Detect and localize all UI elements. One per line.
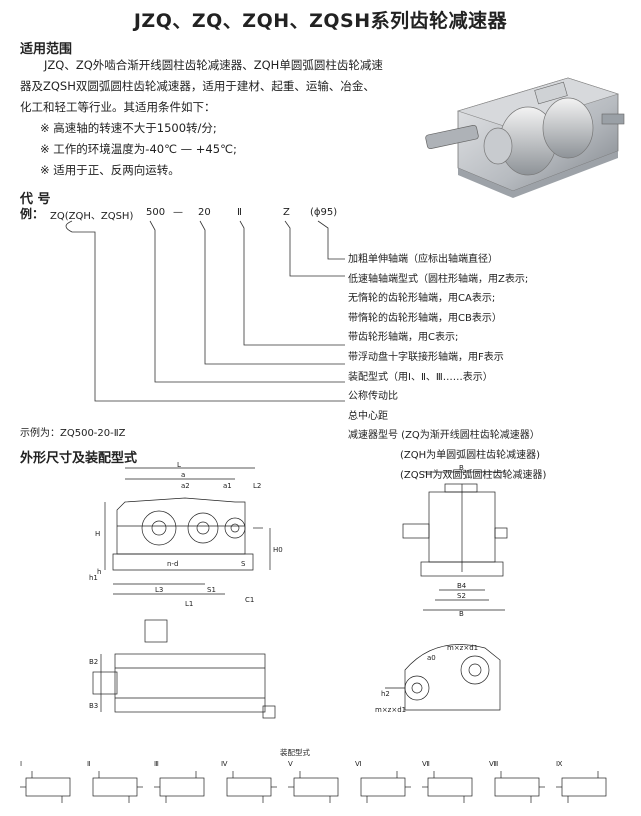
assembly-type-schematic [20,771,71,803]
detail-label: m×z×d1 [375,706,406,714]
product-photo [418,56,628,206]
side-dim-label: S2 [457,592,466,600]
dim-label: S [241,560,246,568]
assembly-type-schematic [226,771,277,803]
assembly-type-item: Ⅰ [18,760,78,808]
code-part: ZQ(ZQH、ZQSH) [50,211,134,222]
side-dim-label: B [459,464,464,472]
code-part: — [173,207,183,218]
assembly-type-label: Ⅲ [154,760,159,768]
assembly-type-schematic [360,771,411,803]
assembly-type-item: Ⅳ [219,760,279,808]
assembly-type-item: Ⅴ [286,760,346,808]
shaft-detail-drawing: m×z×d1 a0 h2 m×z×d1 [375,644,501,714]
assembly-types-row: Ⅰ Ⅱ Ⅲ Ⅳ Ⅴ Ⅵ Ⅶ Ⅷ Ⅸ [18,760,628,810]
assembly-type-schematic [422,771,473,803]
explanation-item: 公称传动比 [348,391,398,403]
code-leader-lines [65,220,345,402]
assembly-type-label: Ⅱ [87,760,91,768]
assembly-type-label: Ⅶ [422,760,430,768]
dim-label: a2 [181,482,190,490]
explanation-item: 加粗单伸轴端（应标出轴端直径） [348,254,498,265]
assembly-type-item: Ⅸ [554,760,614,808]
dim-label: a [181,471,185,479]
side-view-drawing: B B4 S2 B [402,464,508,617]
dim-label: L3 [155,586,163,594]
dim-label: L1 [185,600,193,608]
explanation-item: 装配型式（用Ⅰ、Ⅱ、Ⅲ……表示） [348,371,493,383]
side-dim-label: B [459,610,464,617]
scope-line: 器及ZQSH双圆弧圆柱齿轮减速器，适用于建材、起重、运输、冶金、 [20,79,375,93]
dim-label: H [95,530,100,538]
scope-line: 化工和轻工等行业。其适用条件如下： [20,100,216,114]
explanation-item: 总中心距 [348,410,388,422]
code-part: (ϕ95) [310,207,338,218]
assembly-type-label: Ⅵ [355,760,362,768]
dim-label: n-d [167,560,178,568]
scope-heading: 适用范围 [20,42,73,57]
explanation-item: 带惰轮的齿轮形轴端，用CB表示） [348,312,502,324]
dim-label: S1 [207,586,216,594]
detail-label: h2 [381,690,390,698]
assembly-type-item: Ⅵ [353,760,413,808]
explanation-item: 减速器型号 (ZQ为渐开线圆柱齿轮减速器） [348,430,540,442]
assembly-type-schematic [92,771,143,803]
front-view-drawing: L a a2 a1 L2 H H0 n-d S1 S C1 L3 L1 h1 h [89,462,283,608]
dim-label: L2 [253,482,261,490]
plan-dim-label: B3 [89,702,98,710]
code-part: Ⅱ [237,207,242,218]
dim-label: L [177,462,181,469]
code-explanations: 加粗单伸轴端（应标出轴端直径） 低速轴轴端型式（圆柱形轴端，用Z表示; 无惰轮的… [348,250,638,485]
explanation-item: 低速轴轴端型式（圆柱形轴端，用Z表示; [348,273,529,285]
assembly-type-label: Ⅸ [556,760,563,768]
dim-label: h1 [89,574,98,582]
condition-item: ※ 工作的环境温度为-40℃ — +45℃; [40,142,237,156]
dim-label: a1 [223,482,232,490]
explanation-item: (ZQH为单圆弧圆柱齿轮减速器) [400,449,541,461]
page-title: JZQ、ZQ、ZQH、ZQSH系列齿轮减速器 [133,10,508,32]
assembly-type-schematic [154,771,205,803]
side-dim-label: B4 [457,582,467,590]
assembly-type-schematic [556,771,607,803]
condition-item: ※ 高速轴的转速不大于1500转/分; [40,121,217,135]
condition-item: ※ 适用于正、反两向运转。 [40,163,180,177]
assembly-type-item: Ⅷ [487,760,547,808]
code-part: 500 [146,207,166,218]
assembly-type-item: Ⅶ [420,760,480,808]
scope-text: JZQ、ZQ外啮合渐开线圆柱齿轮减速器、ZQH单圆弧圆柱齿轮减速 器及ZQSH双… [20,55,420,181]
assembly-type-schematic [288,771,339,803]
explanation-item: 无惰轮的齿轮形轴端，用CA表示; [348,293,496,305]
explanation-item: (ZQSH为双圆弧圆柱齿轮减速器) [400,469,547,481]
plan-view-drawing: B2 B3 [89,619,276,719]
detail-label: a0 [427,654,436,662]
dim-label: h [97,568,101,576]
plan-dim-label: B2 [89,658,98,666]
assembly-type-label: Ⅴ [288,760,293,768]
scope-line: JZQ、ZQ外啮合渐开线圆柱齿轮减速器、ZQH单圆弧圆柱齿轮减速 [44,58,383,72]
sample-text: 示例为：ZQ500-20-ⅡZ [20,428,126,439]
explanation-item: 带浮动盘十字联接形轴端，用F表示 [348,351,504,363]
dim-label: C1 [245,596,254,604]
explanation-item: 带齿轮形轴端，用C表示; [348,332,459,344]
assembly-type-label: Ⅰ [20,760,23,768]
assembly-type-item: Ⅲ [152,760,212,808]
detail-label: m×z×d1 [447,644,478,652]
dim-label: H0 [273,546,283,554]
assembly-type-label: Ⅷ [489,760,499,768]
example-label: 例： [20,207,45,221]
assembly-type-item: Ⅱ [85,760,145,808]
dims-heading: 外形尺寸及装配型式 [20,451,138,466]
code-part: 20 [198,207,211,218]
code-part: Z [283,207,290,218]
assembly-type-label: Ⅳ [221,760,228,768]
assembly-title: 装配型式 [280,748,310,757]
code-heading: 代 号 [20,192,51,207]
assembly-type-schematic [494,771,545,803]
